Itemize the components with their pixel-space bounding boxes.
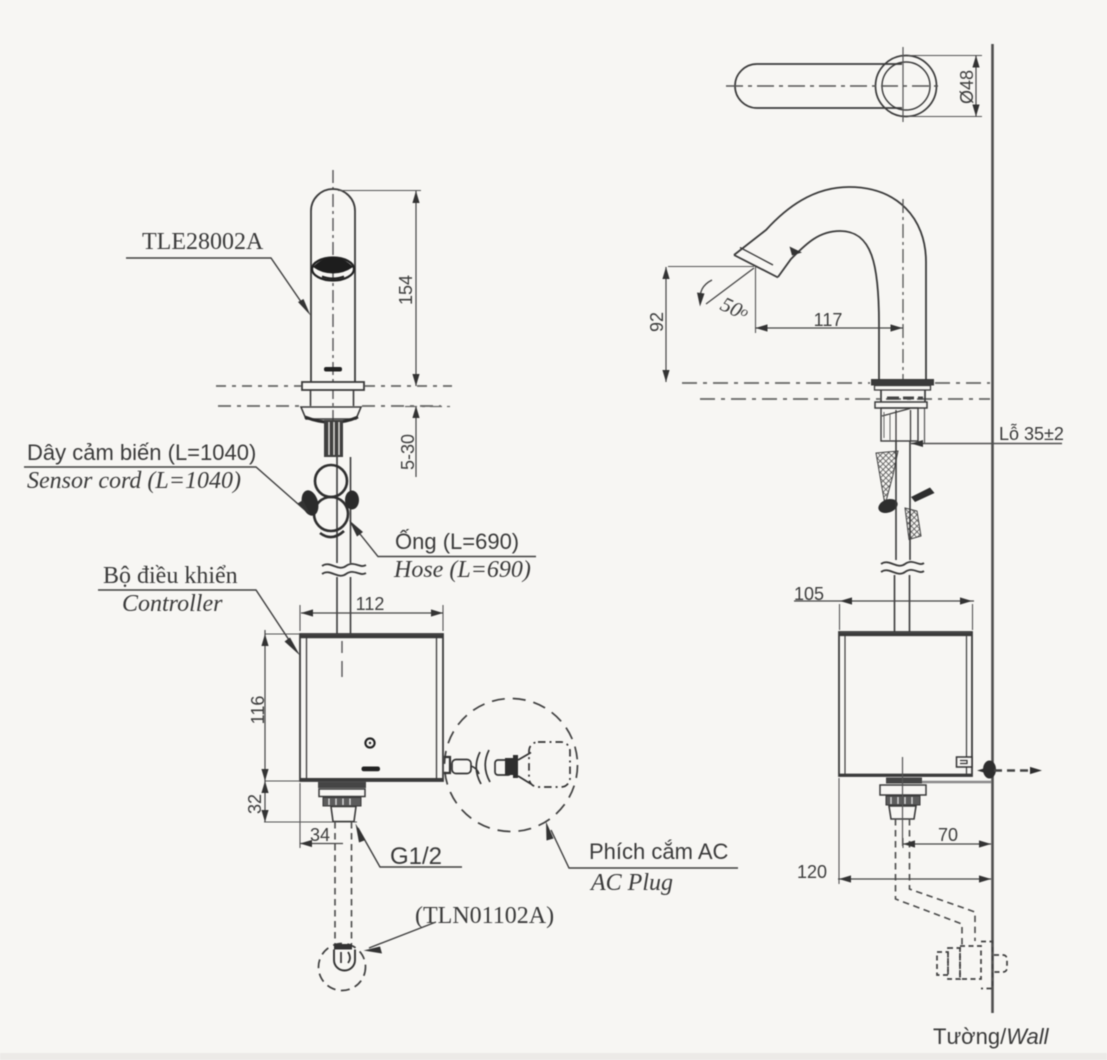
- svg-text:34: 34: [310, 825, 330, 845]
- svg-text:105: 105: [794, 584, 824, 604]
- svg-text:Sensor cord (L=1040): Sensor cord (L=1040): [27, 468, 241, 494]
- svg-text:G1/2: G1/2: [390, 843, 442, 870]
- svg-text:Bộ điều khiển: Bộ điều khiển: [103, 563, 238, 589]
- svg-text:116: 116: [248, 696, 268, 725]
- svg-text:(TLN01102A): (TLN01102A): [415, 903, 554, 929]
- svg-text:154: 154: [396, 275, 416, 305]
- svg-text:Tường/Wall: Tường/Wall: [933, 1024, 1050, 1049]
- svg-text:120: 120: [797, 862, 827, 882]
- svg-text:Phích cắm AC: Phích cắm AC: [589, 839, 729, 864]
- svg-text:AC Plug: AC Plug: [589, 870, 673, 896]
- svg-text:TLE28002A: TLE28002A: [142, 229, 264, 255]
- svg-text:Ống (L=690): Ống (L=690): [395, 528, 519, 554]
- svg-text:Dây cảm biến (L=1040): Dây cảm biến (L=1040): [27, 440, 256, 465]
- svg-text:Controller: Controller: [122, 591, 223, 617]
- svg-text:5-30: 5-30: [398, 434, 418, 470]
- svg-text:117: 117: [814, 310, 843, 330]
- svg-text:70: 70: [938, 825, 958, 845]
- svg-text:32: 32: [245, 794, 265, 814]
- svg-text:112: 112: [356, 594, 385, 614]
- svg-text:Lỗ 35±2: Lỗ 35±2: [999, 423, 1064, 444]
- svg-text:92: 92: [647, 312, 667, 332]
- svg-text:Hose (L=690): Hose (L=690): [393, 557, 531, 583]
- svg-text:Ø48: Ø48: [957, 70, 977, 104]
